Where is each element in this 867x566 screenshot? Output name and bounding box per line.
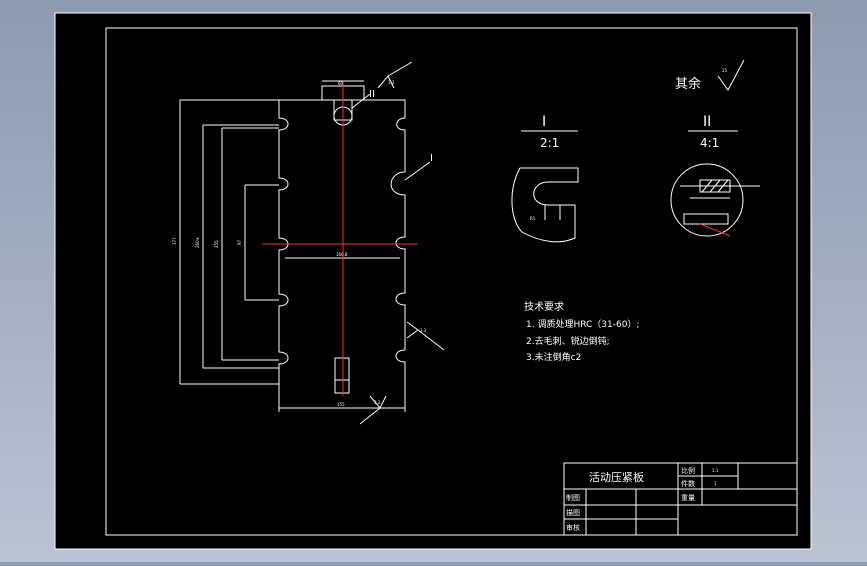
roughness-mark-right: 3.2 <box>406 321 445 351</box>
detail-ii-label: II <box>703 114 711 130</box>
review-label: 审核 <box>566 523 580 532</box>
note-item: 3.未注倒角c2 <box>526 351 581 363</box>
roughness-symbol <box>717 59 745 91</box>
roughness-mark-bottom: 3.2 <box>359 395 387 425</box>
title-block: 活动压紧板 比例 1:1 件数 1 重量 制图 描图 审核 <box>563 462 798 536</box>
svg-text:377: 377 <box>172 237 177 245</box>
svg-text:60: 60 <box>338 81 344 86</box>
drawing-paper <box>54 12 812 550</box>
part-title: 活动压紧板 <box>589 470 644 484</box>
notes-heading: 技术要求 <box>524 300 564 313</box>
qty-value: 1 <box>714 481 717 486</box>
svg-text:155: 155 <box>337 402 345 407</box>
bottom-stud <box>334 357 350 394</box>
detail-i-scale: 2:1 <box>540 136 559 150</box>
inner-border <box>105 27 798 536</box>
svg-text:R1: R1 <box>530 216 536 221</box>
main-view: 377 260± 255 97 160.8 155 60 3.2 3.2 3.2… <box>172 61 445 425</box>
roughness-mark-top: 3.2 <box>377 61 413 89</box>
note-item: 1. 调质处理HRC（31-60）; <box>526 318 640 330</box>
draw-label: 制图 <box>566 493 580 502</box>
svg-text:25: 25 <box>722 68 728 73</box>
svg-text:97: 97 <box>237 239 242 245</box>
detail-view-i: I 2:1 R1 <box>511 114 579 243</box>
note-item: 2.去毛刺、锐边倒钝; <box>526 335 610 347</box>
weight-label: 重量 <box>681 494 695 502</box>
svg-text:255: 255 <box>214 240 219 248</box>
leader-label-i: I <box>430 153 433 164</box>
detail-i-label: I <box>542 114 546 130</box>
detail-view-ii: II 4:1 <box>670 114 760 237</box>
dimension-lines <box>179 80 406 412</box>
svg-text:3.2: 3.2 <box>420 328 427 333</box>
detail-ii-scale: 4:1 <box>700 136 719 150</box>
trace-label: 描图 <box>566 508 580 517</box>
scale-label: 比例 <box>681 466 695 475</box>
detail-ii-circle <box>670 163 744 237</box>
detail-i-shape <box>511 167 579 243</box>
scale-value: 1:1 <box>712 468 719 473</box>
technical-notes: 技术要求 1. 调质处理HRC（31-60）; 2.去毛刺、锐边倒钝; 3.未注… <box>524 300 640 363</box>
qty-label: 件数 <box>681 479 695 488</box>
svg-text:160.8: 160.8 <box>336 252 348 257</box>
leader-label-ii: II <box>369 89 375 100</box>
general-roughness: 其余 25 <box>675 59 745 92</box>
svg-text:3.2: 3.2 <box>374 400 381 405</box>
svg-text:3.2: 3.2 <box>388 80 395 85</box>
svg-text:260±: 260± <box>195 237 200 248</box>
roughness-note: 其余 <box>675 76 701 92</box>
